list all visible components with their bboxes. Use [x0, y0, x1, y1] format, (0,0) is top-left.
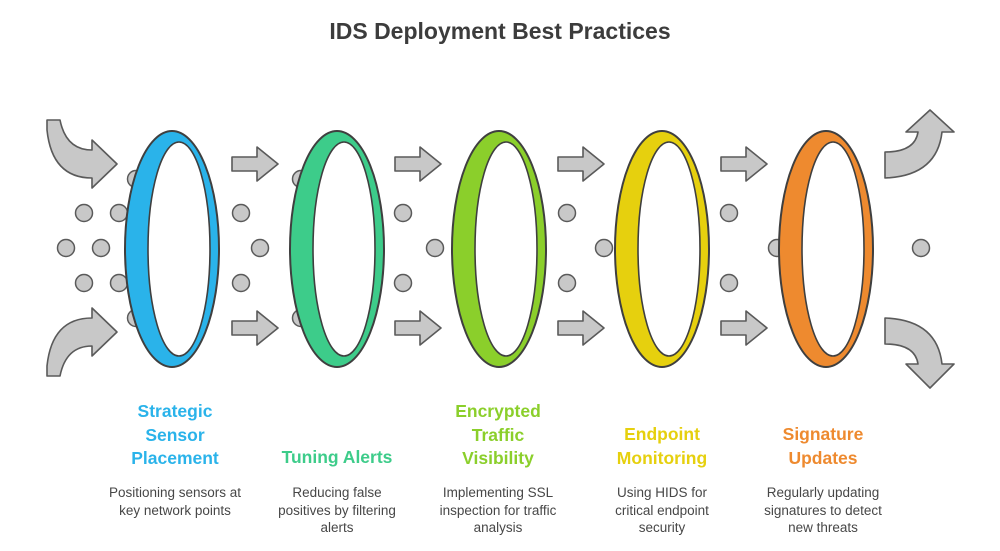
dot-icon: [250, 238, 270, 258]
dot-icon: [557, 273, 577, 293]
dot-icon: [594, 238, 614, 258]
step-title: Signature Updates: [782, 424, 864, 468]
dot-icon: [74, 203, 94, 223]
arrow-right-icon: [720, 146, 768, 182]
step-title: Endpoint Monitoring: [616, 424, 708, 468]
dot-icon: [719, 203, 739, 223]
step-description: Using HIDS for critical endpoint securit…: [615, 485, 709, 535]
dot-icon: [393, 273, 413, 293]
curved-arrow-icon: [46, 307, 118, 377]
curved-arrow-icon: [46, 119, 118, 189]
dot-icon: [74, 273, 94, 293]
step-description: Regularly updating signatures to detect …: [764, 485, 882, 535]
step-title: Strategic Sensor Placement: [131, 401, 219, 468]
step-description: Implementing SSL inspection for traffic …: [439, 485, 557, 535]
ring-icon: [124, 130, 220, 368]
ring-icon: [614, 130, 710, 368]
arrow-right-icon: [557, 310, 605, 346]
dot-icon: [109, 203, 129, 223]
dot-icon: [231, 273, 251, 293]
arrow-right-icon: [231, 146, 279, 182]
arrow-right-icon: [557, 146, 605, 182]
arrow-right-icon: [394, 310, 442, 346]
dot-icon: [231, 203, 251, 223]
ring-icon: [451, 130, 547, 368]
step-title: Encrypted Traffic Visibility: [455, 401, 541, 468]
step-title: Tuning Alerts: [281, 447, 393, 467]
dot-icon: [91, 238, 111, 258]
step-description: Positioning sensors at key network point…: [108, 485, 242, 518]
dot-icon: [557, 203, 577, 223]
dot-icon: [393, 203, 413, 223]
page-title: IDS Deployment Best Practices: [329, 18, 671, 44]
curved-arrow-icon: [884, 317, 955, 389]
step-description: Reducing false positives by filtering al…: [278, 485, 396, 535]
dot-icon: [56, 238, 76, 258]
ring-icon: [289, 130, 385, 368]
dot-icon: [719, 273, 739, 293]
arrow-right-icon: [231, 310, 279, 346]
arrow-right-icon: [720, 310, 768, 346]
curved-arrow-icon: [884, 109, 955, 179]
dot-icon: [109, 273, 129, 293]
dot-icon: [425, 238, 445, 258]
ring-icon: [778, 130, 874, 368]
dot-icon: [911, 238, 931, 258]
arrow-right-icon: [394, 146, 442, 182]
